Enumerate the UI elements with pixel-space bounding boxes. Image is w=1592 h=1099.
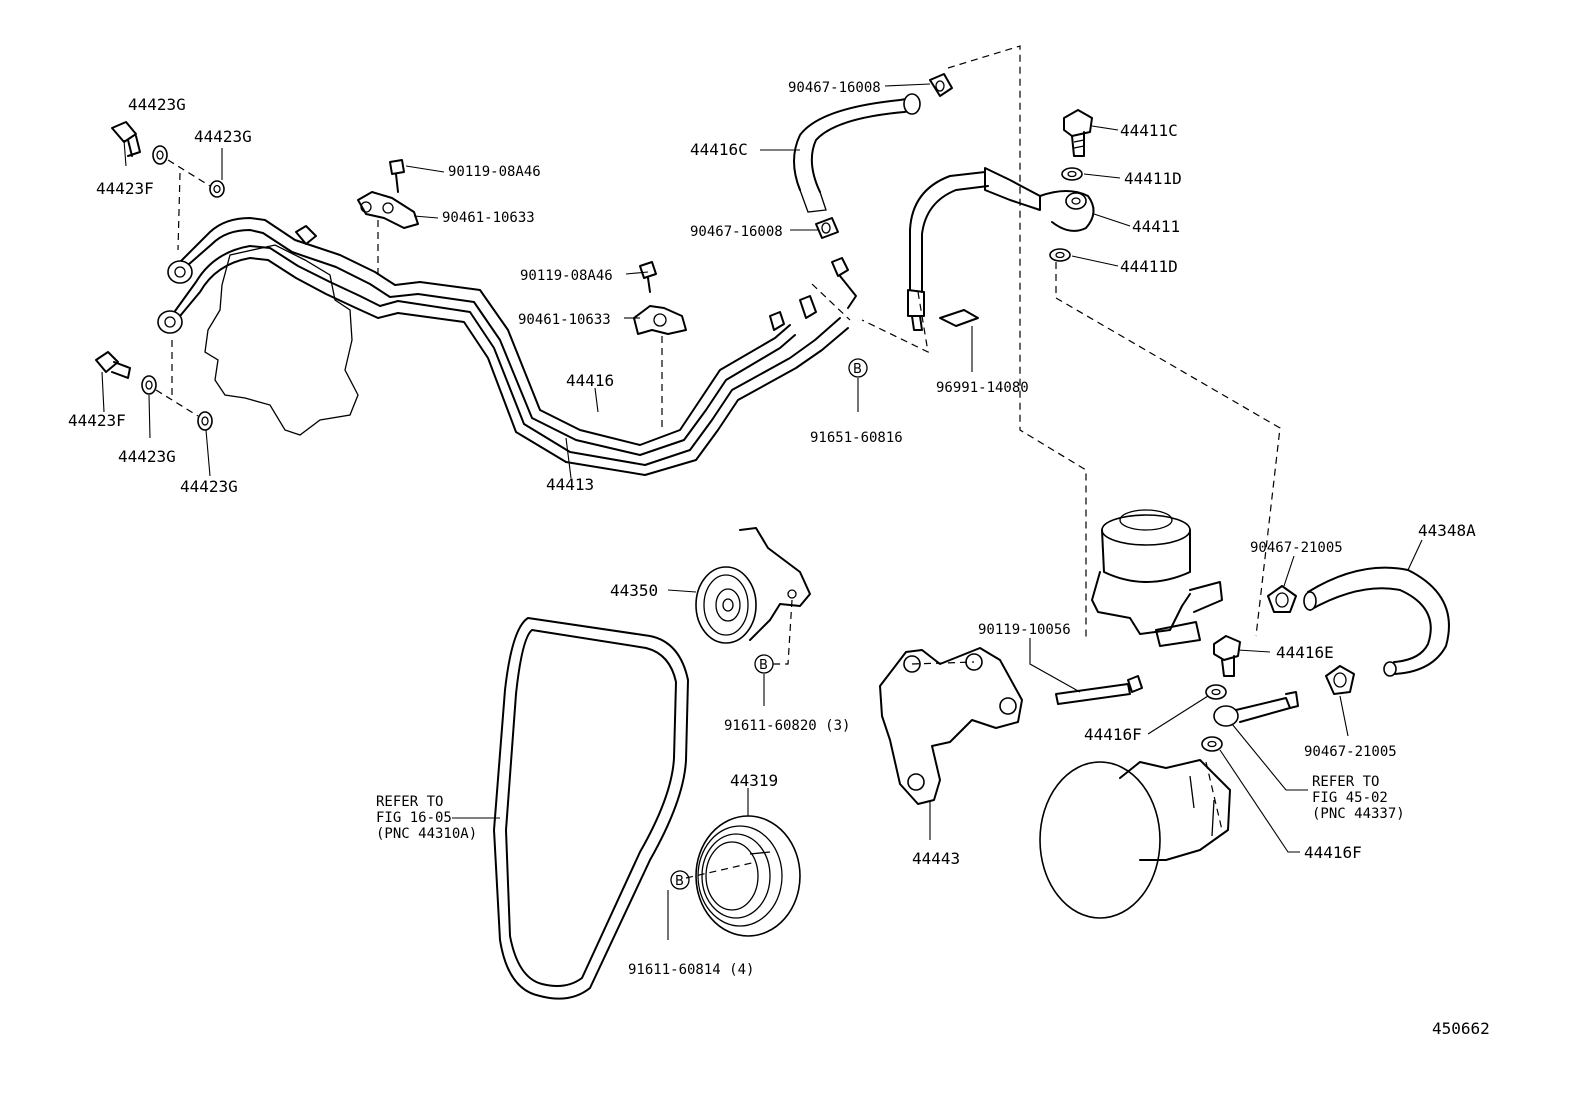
marker-b-crank: B	[670, 870, 690, 890]
label-44411D-b: 44411D	[1120, 257, 1178, 276]
label-44350: 44350	[610, 581, 658, 600]
pump-bracket-44443[interactable]	[879, 647, 1023, 805]
tube-fitting-bracket[interactable]	[769, 257, 857, 331]
hose-clamp-90467-16008-lower[interactable]	[815, 217, 839, 239]
label-44416C: 44416C	[690, 140, 748, 159]
label-44416F-b: 44416F	[1304, 843, 1362, 862]
svg-text:B: B	[675, 874, 684, 889]
gasket-44411D-upper[interactable]	[1061, 167, 1083, 181]
label-44411D-a: 44411D	[1124, 169, 1182, 188]
v-ribbed-belt[interactable]	[493, 617, 689, 1000]
label-44348A: 44348A	[1418, 521, 1476, 540]
label-44423G-b: 44423G	[194, 127, 252, 146]
figure-number: 450662	[1432, 1019, 1490, 1038]
union-bolt-44411C[interactable]	[1063, 109, 1093, 157]
hose-clip-96991-14080[interactable]	[939, 309, 979, 327]
gasket-44423G-upper-1[interactable]	[152, 145, 168, 165]
gasket-44423G-lower-2[interactable]	[197, 411, 213, 431]
label-91611-60814: 91611-60814 (4)	[628, 962, 754, 978]
bolt-90119-08A46-lower[interactable]	[639, 261, 657, 293]
union-fitting-44337[interactable]	[1213, 691, 1299, 727]
gasket-44423G-lower-1[interactable]	[141, 375, 157, 395]
clamp-90461-10633-upper[interactable]	[357, 191, 419, 229]
label-44411: 44411	[1132, 217, 1180, 236]
bolt-90119-10056[interactable]	[1055, 675, 1143, 705]
label-90467-16008-b: 90467-16008	[690, 224, 783, 240]
label-91651-60816: 91651-60816	[810, 430, 903, 446]
label-90461-10633-b: 90461-10633	[518, 312, 611, 328]
label-90119-08A46-b: 90119-08A46	[520, 268, 613, 284]
pressure-hose-44411[interactable]	[907, 167, 1095, 331]
gasket-44423G-upper-2[interactable]	[209, 180, 225, 198]
label-96991-14080: 96991-14080	[936, 380, 1029, 396]
label-refer-16-line3: (PNC 44310A)	[376, 826, 477, 842]
marker-b-tube: B	[848, 358, 868, 378]
gasket-44416F-upper[interactable]	[1205, 684, 1227, 700]
label-44443: 44443	[912, 849, 960, 868]
label-44423F-b: 44423F	[68, 411, 126, 430]
union-bolt-44423F-upper[interactable]	[111, 121, 141, 157]
label-44423G-d: 44423G	[180, 477, 238, 496]
return-hose-44348A[interactable]	[1303, 566, 1450, 677]
clamp-90461-10633-lower[interactable]	[633, 305, 687, 335]
hose-clamp-90467-16008-upper[interactable]	[929, 73, 953, 97]
crank-pulley-44319[interactable]	[695, 815, 801, 937]
label-44423G-a: 44423G	[128, 95, 186, 114]
label-44413: 44413	[546, 475, 594, 494]
union-bolt-44423F-lower[interactable]	[95, 351, 131, 379]
suction-hose-44416C[interactable]	[793, 93, 921, 213]
idler-pulley-44350[interactable]	[695, 527, 811, 644]
label-44411C: 44411C	[1120, 121, 1178, 140]
label-refer-45-line3: (PNC 44337)	[1312, 806, 1405, 822]
label-90119-10056: 90119-10056	[978, 622, 1071, 638]
label-90467-21005-b: 90467-21005	[1304, 744, 1397, 760]
label-44423F-a: 44423F	[96, 179, 154, 198]
label-refer-16-line1: REFER TO	[376, 794, 443, 810]
label-44416E: 44416E	[1276, 643, 1334, 662]
label-refer-45-line2: FIG 45-02	[1312, 790, 1388, 806]
tube-flare-nut-upper[interactable]	[167, 260, 193, 284]
label-44416: 44416	[566, 371, 614, 390]
power-steering-pump	[1039, 509, 1231, 919]
tube-flare-nut-lower[interactable]	[157, 310, 183, 334]
label-90119-08A46-a: 90119-08A46	[448, 164, 541, 180]
svg-text:B: B	[853, 362, 862, 377]
label-44416F-a: 44416F	[1084, 725, 1142, 744]
hose-clamp-90467-21005-upper[interactable]	[1267, 585, 1297, 613]
svg-text:B: B	[759, 658, 768, 673]
union-bolt-44416E[interactable]	[1213, 635, 1241, 677]
bolt-90119-08A46-upper[interactable]	[389, 159, 405, 193]
marker-b-idler: B	[754, 654, 774, 674]
gasket-44416F-lower[interactable]	[1201, 736, 1223, 752]
hose-clamp-90467-21005-lower[interactable]	[1325, 665, 1355, 695]
label-44423G-c: 44423G	[118, 447, 176, 466]
leader-lines	[101, 83, 1423, 940]
label-91611-60820: 91611-60820 (3)	[724, 718, 850, 734]
label-refer-16-line2: FIG 16-05	[376, 810, 452, 826]
label-refer-45-line1: REFER TO	[1312, 774, 1379, 790]
gasket-44411D-lower[interactable]	[1049, 248, 1071, 262]
return-tube-44413[interactable]	[169, 245, 849, 476]
label-90467-21005-a: 90467-21005	[1250, 540, 1343, 556]
label-44319: 44319	[730, 771, 778, 790]
label-90461-10633-a: 90461-10633	[442, 210, 535, 226]
steering-gear-housing	[204, 244, 359, 436]
label-90467-16008-a: 90467-16008	[788, 80, 881, 96]
pressure-tube-44416[interactable]	[179, 217, 796, 456]
